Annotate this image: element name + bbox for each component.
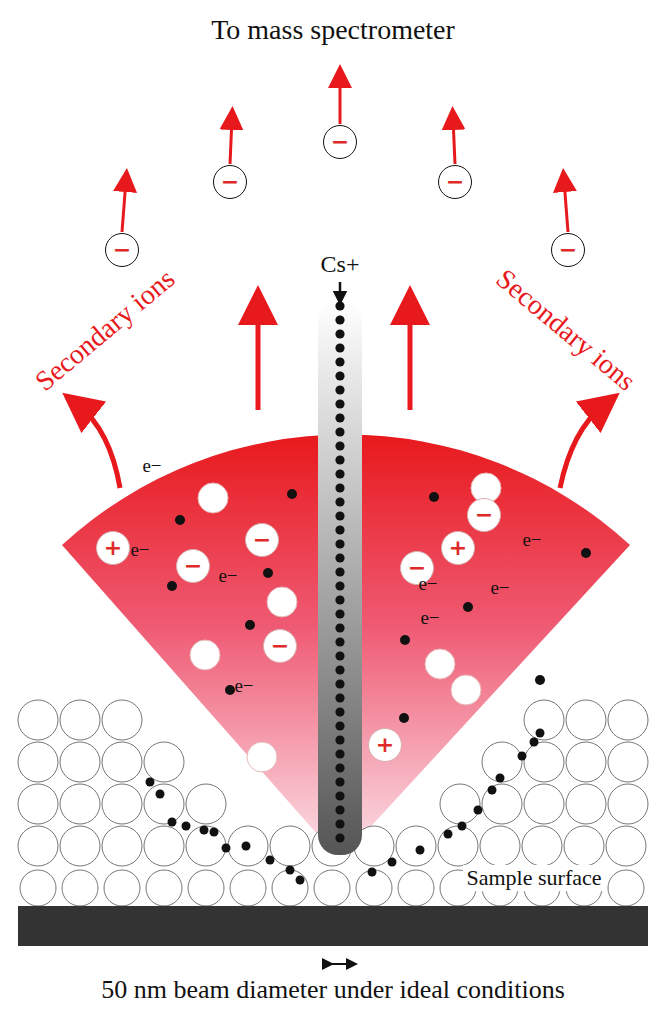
electron-label: e−	[142, 455, 161, 477]
charge-sign: +	[449, 537, 467, 559]
charge-sign: −	[475, 504, 493, 526]
plume-ion: +	[441, 531, 475, 565]
plume-ion: +	[368, 728, 402, 762]
charge-sign: +	[376, 734, 394, 756]
charge-sign: +	[104, 537, 122, 559]
charge-sign: −	[184, 555, 202, 577]
electron-label: e−	[218, 565, 237, 587]
secondary-ion: −	[323, 125, 357, 159]
electron-label: e−	[522, 529, 541, 551]
plume-ion: −	[245, 523, 279, 557]
secondary-ion: −	[438, 165, 472, 199]
secondary-ions-label: Secondary ions	[29, 263, 181, 398]
electron-label: e−	[130, 539, 149, 561]
secondary-ion: −	[105, 233, 139, 267]
plume-particles	[167, 473, 591, 772]
beam-diameter-label: 50 nm beam diameter under ideal conditio…	[101, 975, 565, 1005]
plume-ion: −	[263, 629, 297, 663]
electron-label: e−	[420, 607, 439, 629]
charge-sign: −	[331, 131, 349, 153]
charge-sign: −	[446, 171, 464, 193]
charge-sign: −	[221, 171, 239, 193]
secondary-ions-label: Secondary ions	[490, 263, 642, 398]
sample-surface-label: Sample surface	[463, 865, 606, 891]
beam-ions	[335, 301, 344, 842]
charge-sign: −	[559, 239, 577, 261]
electron-label: e−	[234, 675, 253, 697]
secondary-ion: −	[213, 165, 247, 199]
substrate-bar	[18, 906, 648, 946]
ion-arrows	[122, 76, 568, 232]
primary-beam	[318, 300, 362, 855]
title-label: To mass spectrometer	[211, 14, 455, 46]
electron-label: e−	[418, 573, 437, 595]
charge-sign: −	[253, 529, 271, 551]
charge-sign: −	[113, 239, 131, 261]
beam-label: Cs+	[321, 251, 360, 278]
electron-label: e−	[490, 577, 509, 599]
secondary-ion: −	[551, 233, 585, 267]
beam-arrow	[339, 282, 342, 298]
plume-ion: −	[467, 498, 501, 532]
plume-ion: +	[96, 531, 130, 565]
secondary-ion-arrows	[78, 305, 604, 488]
charge-sign: −	[271, 635, 289, 657]
beam-width-arrow	[328, 963, 352, 965]
plume-ion: −	[176, 549, 210, 583]
